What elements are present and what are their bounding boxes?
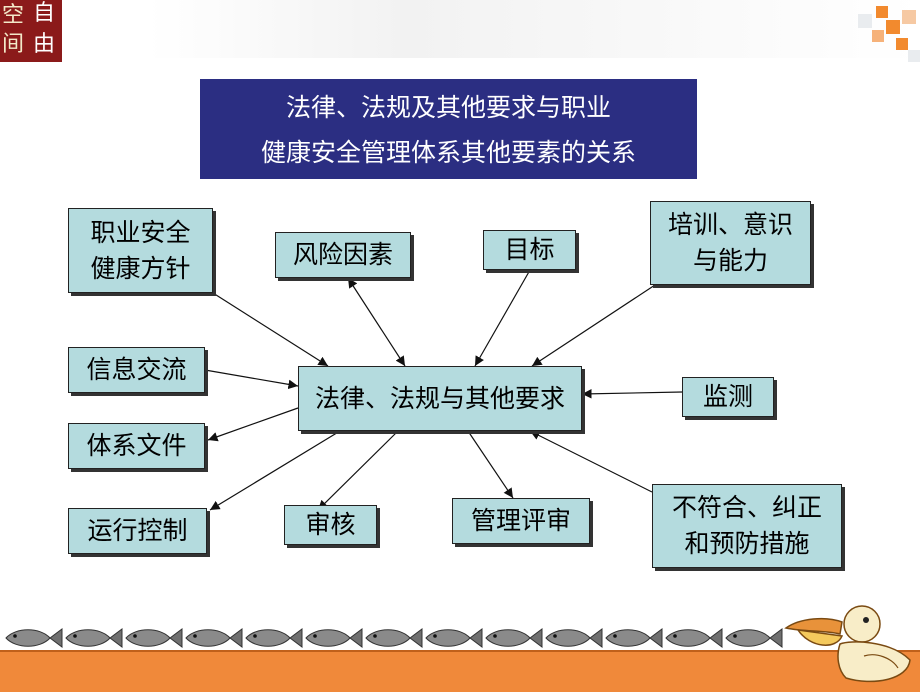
arrow-documents: [207, 407, 299, 442]
arrow-nonconformance: [529, 430, 653, 493]
node-nonconformance: 不符合、纠正 和预防措施: [652, 484, 842, 568]
node-objectives: 目标: [483, 230, 576, 270]
logo-char: 空: [2, 3, 25, 28]
title-line-2: 健康安全管理体系其他要素的关系: [260, 138, 636, 167]
fish-icon: [125, 628, 183, 648]
node-communication: 信息交流: [68, 347, 205, 393]
arrow-objectives: [474, 269, 531, 367]
title-line-1: 法律、法规及其他要求与职业: [285, 93, 611, 122]
node-label: 和预防措施: [684, 529, 810, 558]
node-monitoring: 监测: [682, 377, 774, 417]
logo-char: 由: [33, 32, 56, 57]
fish-icon: [425, 628, 483, 648]
node-label: 不符合、纠正: [671, 493, 822, 522]
center-node-label: 法律、法规与其他要求: [314, 383, 565, 413]
header-gradient-bar: [62, 0, 920, 58]
arrow-risk: [347, 277, 406, 367]
ground-strip: [0, 650, 920, 692]
node-label: 监测: [702, 382, 753, 411]
fish-icon: [545, 628, 603, 648]
slide-title: 法律、法规及其他要求与职业 健康安全管理体系其他要素的关系: [200, 79, 697, 179]
center-node: 法律、法规与其他要求: [298, 366, 582, 431]
node-label: 风险因素: [292, 240, 393, 269]
logo-char: 自: [33, 1, 56, 26]
node-operation: 运行控制: [68, 508, 207, 554]
fish-border-decoration: [5, 628, 783, 648]
fish-icon: [65, 628, 123, 648]
node-review: 管理评审: [452, 498, 590, 544]
node-label: 培训、意识: [667, 210, 793, 239]
fish-icon: [665, 628, 723, 648]
arrow-operation: [209, 430, 341, 511]
node-label: 审核: [305, 510, 356, 539]
arrow-policy: [212, 292, 329, 367]
arrow-review: [467, 430, 514, 499]
fish-icon: [725, 628, 783, 648]
node-documents: 体系文件: [68, 423, 205, 469]
node-label: 信息交流: [86, 355, 187, 384]
node-label: 目标: [504, 235, 555, 264]
arrow-audit: [317, 430, 399, 511]
node-label: 运行控制: [87, 516, 188, 545]
node-label: 管理评审: [470, 506, 571, 535]
fish-icon: [5, 628, 63, 648]
fish-icon: [605, 628, 663, 648]
node-label: 与能力: [692, 246, 768, 275]
logo: 空 自 间 由: [0, 0, 62, 62]
fish-icon: [305, 628, 363, 648]
node-label: 健康方针: [90, 253, 191, 283]
node-audit: 审核: [284, 505, 377, 545]
fish-icon: [245, 628, 303, 648]
node-risk: 风险因素: [275, 232, 411, 278]
fish-icon: [365, 628, 423, 648]
fish-icon: [485, 628, 543, 648]
node-training: 培训、意识 与能力: [650, 201, 811, 285]
pelican-illustration: [784, 605, 911, 683]
pixel-blocks-decoration: [858, 6, 920, 62]
arrow-communication: [204, 369, 299, 390]
arrow-monitoring: [581, 389, 683, 399]
fish-icon: [185, 628, 243, 648]
node-label: 职业安全: [90, 217, 191, 247]
node-policy: 职业安全 健康方针: [68, 208, 213, 293]
arrow-training: [531, 284, 656, 367]
logo-char: 间: [2, 32, 25, 57]
node-label: 体系文件: [86, 431, 187, 460]
